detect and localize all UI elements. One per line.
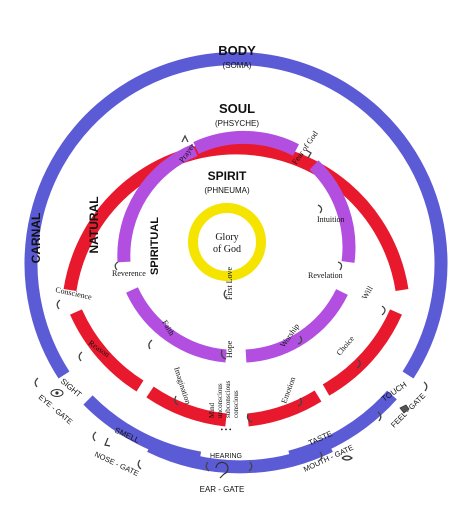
arrow-icon: [297, 397, 303, 407]
core-line2: of God: [213, 244, 241, 255]
choice-label: Choice: [335, 334, 357, 357]
soul-ring-segment-bottom-right: [247, 390, 322, 427]
arrow-icon: [381, 305, 386, 316]
arrow-icon: [92, 431, 97, 442]
arrow-icon: [56, 299, 61, 310]
sight-label: SIGHT: [59, 377, 84, 400]
hope-label: Hope: [225, 340, 234, 358]
ear-gate-label: EAR - GATE: [200, 485, 245, 494]
mind-label: Mind: [208, 402, 216, 418]
revelation-label: Revelation: [308, 271, 343, 280]
arrow-icon: [423, 381, 428, 392]
body-ring-segment-right: [288, 390, 397, 464]
soul-subtitle: (PHSYCHE): [215, 119, 259, 128]
arrow-icon: [181, 134, 189, 143]
arrow-icon: [205, 461, 210, 472]
mind-dots: • • •: [221, 426, 232, 434]
glory-core-ring: [188, 203, 266, 281]
nose-gate-label: NOSE - GATE: [93, 450, 140, 478]
body-ring: [24, 51, 448, 379]
arrow-icon: [223, 289, 228, 300]
feel-gate-label: FEEL - GATE: [389, 391, 427, 429]
arrow-icon: [318, 451, 323, 462]
carnal-label: CARNAL: [29, 213, 43, 264]
mouth-icon: [341, 455, 353, 461]
arrow-icon: [377, 411, 382, 422]
will-label: Will: [360, 284, 375, 301]
arrow-icon: [337, 261, 343, 271]
spiritual-label: SPIRITUAL: [149, 217, 161, 275]
arrow-icon: [297, 335, 303, 345]
connector-arrows: [34, 134, 428, 472]
reverence-label: Reverence: [112, 269, 146, 278]
soul-ring-segment-bottom-left: [146, 386, 227, 427]
arrow-icon: [305, 149, 312, 159]
first-love-label: First Love: [225, 266, 234, 300]
core-line1: Glory: [215, 232, 238, 243]
ear-icon: [215, 461, 229, 479]
arrow-icon: [148, 339, 153, 350]
arrow-icon: [248, 461, 253, 472]
arrow-icon: [246, 413, 253, 423]
arrow-icon: [114, 261, 119, 271]
eye-gate-label: EYE - GATE: [37, 393, 75, 427]
arrow-icon: [78, 351, 83, 362]
emotion-label: Emotion: [279, 376, 297, 405]
spirit-ring-top-center: [193, 130, 299, 156]
arrow-icon: [220, 349, 227, 360]
body-subtitle: (SOMA): [223, 61, 252, 70]
arrow-icon: [34, 377, 39, 388]
spirit-subtitle: (PHNEUMA): [204, 186, 250, 195]
spirit-ring-bottom-right: [245, 289, 348, 363]
mind-conscious-label: conscious: [232, 390, 240, 418]
hearing-label: HEARING: [210, 453, 242, 460]
soul-title: SOUL: [219, 101, 255, 116]
arrow-icon: [137, 459, 142, 470]
spirit-ring-right: [309, 160, 356, 263]
eye-icon: [50, 389, 64, 397]
spirit-ring-top: [117, 143, 198, 263]
spirit-ring-bottom-left: [126, 287, 227, 363]
mind-subconscious-label: subconscious: [224, 380, 232, 418]
spirit-title: SPIRIT: [208, 169, 247, 183]
natural-label: NATURAL: [87, 196, 101, 253]
body-title: BODY: [218, 43, 256, 58]
soul-ring-segment-left: [70, 309, 144, 392]
mind-unconscious-label: unconscious: [216, 383, 224, 418]
arrow-icon: [317, 204, 323, 214]
arrow-icon: [174, 395, 179, 406]
soul-ring-segment-right: [322, 309, 402, 396]
arrow-icon: [356, 359, 361, 369]
nose-icon: [104, 437, 111, 447]
hand-icon: [399, 404, 410, 414]
soul-ring: [63, 141, 409, 292]
intuition-label: Intuition: [317, 215, 345, 224]
